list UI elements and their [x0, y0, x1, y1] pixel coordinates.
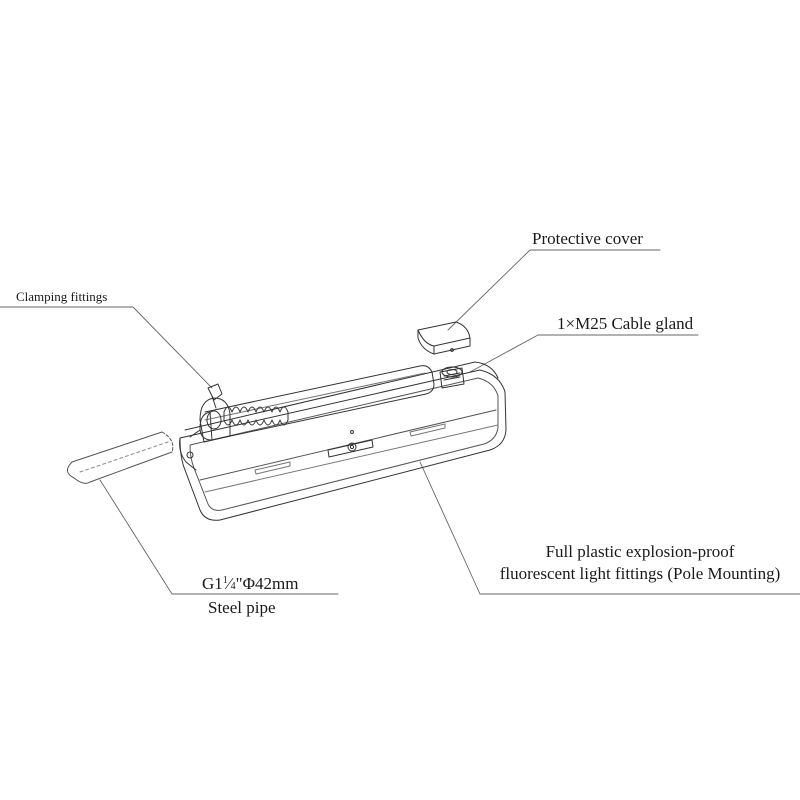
label-pipe-size: G11⁄4"Φ42mm [202, 574, 299, 593]
leader-cable-gland [469, 334, 699, 373]
label-steel-pipe: Steel pipe [208, 598, 276, 617]
cable-gland-drawing [439, 366, 465, 389]
label-cable-gland: 1×M25 Cable gland [557, 314, 694, 333]
leader-protective-cover [447, 249, 661, 331]
pipe-size-prefix: G1 [202, 574, 223, 593]
leader-clamping-fittings [0, 306, 213, 389]
pipe-size-denominator: 4 [230, 581, 236, 592]
label-clamping-fittings: Clamping fittings [16, 289, 108, 304]
label-light-fitting-line2: fluorescent light fittings (Pole Mountin… [499, 564, 781, 583]
label-light-fitting: Full plastic explosion-proof fluorescent… [470, 541, 800, 585]
leader-steel-pipe [99, 479, 339, 595]
label-light-fitting-line1: Full plastic explosion-proof [545, 542, 735, 561]
pipe-size-suffix: "Φ42mm [235, 574, 299, 593]
protective-cover-drawing [417, 321, 471, 355]
label-protective-cover: Protective cover [532, 229, 643, 248]
leader-light-fitting [419, 461, 800, 595]
leader-lines [0, 249, 800, 595]
steel-pipe-drawing [67, 431, 174, 484]
light-fitting-body [179, 361, 507, 521]
lamp-tube-housing [199, 365, 435, 443]
clamping-fittings-drawing [207, 383, 289, 426]
pipe-size-numerator: 1 [222, 575, 228, 586]
